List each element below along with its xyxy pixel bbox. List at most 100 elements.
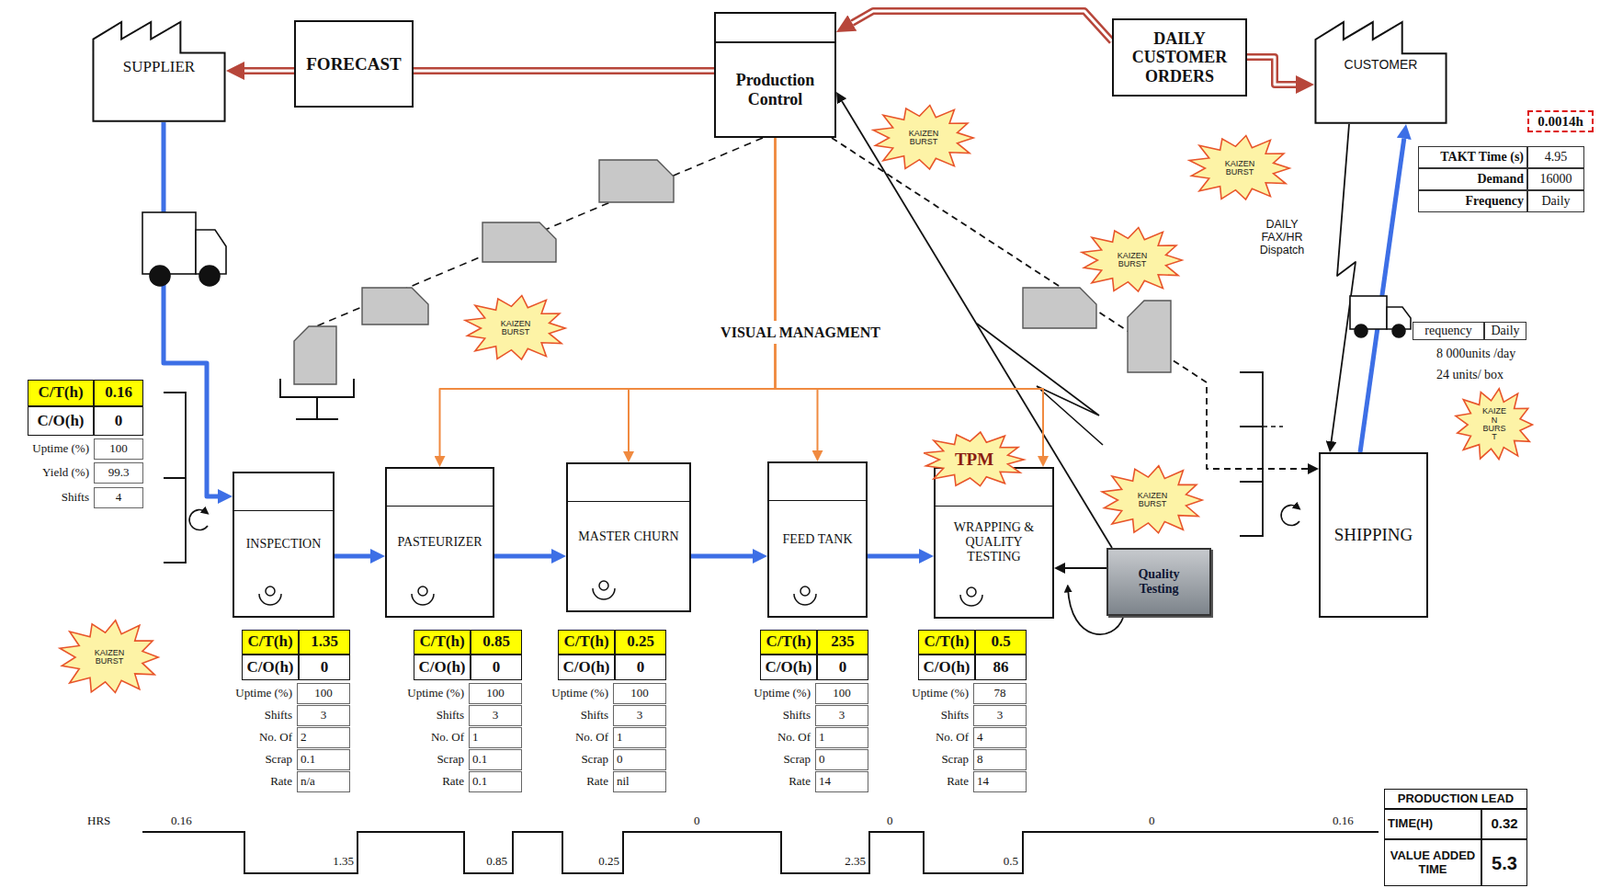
data-cell: Scrap [206, 748, 297, 771]
data-cell: n/a [296, 771, 351, 793]
operator-head [418, 586, 428, 596]
timeline-value: 0.16 [170, 812, 210, 829]
box-header [234, 473, 333, 511]
operator-arc [259, 593, 282, 605]
material-flow [163, 122, 218, 497]
data-cell: Uptime (%) [883, 682, 974, 704]
data-cell: Scrap [378, 748, 469, 771]
data-cell: TIME(H) [1384, 808, 1482, 840]
burst-outline-path [465, 295, 566, 361]
control-arrow [775, 137, 818, 451]
data-cell: 1 [612, 726, 667, 749]
data-cell: 0.1 [468, 748, 522, 771]
data-cell: 100 [468, 682, 522, 704]
data-cell: 16000 [1527, 168, 1585, 191]
timeline-value: 0.5 [981, 852, 1019, 870]
data-cell: 2 [296, 726, 351, 749]
data-cell: 3 [468, 704, 522, 727]
data-cell: Yield (%) [4, 462, 94, 484]
data-cell: C/T(h) [760, 629, 818, 655]
data-cell: Shifts [4, 487, 94, 509]
node-text: KAIZEN BURST [1109, 251, 1156, 270]
connector-inner [1247, 56, 1296, 85]
data-cell: C/O(h) [557, 654, 615, 681]
truck-wheel [1392, 324, 1406, 338]
kanban-card [1127, 300, 1171, 373]
node-text: SHIPPING [1334, 524, 1414, 545]
data-cell: nil [612, 771, 667, 793]
connector-line [775, 137, 1044, 456]
data-cell: C/T(h) [413, 629, 471, 655]
data-cell: C/O(h) [27, 406, 94, 436]
data-cell: PRODUCTION LEAD [1384, 788, 1528, 809]
process-box: PASTEURIZER [385, 466, 495, 618]
connector-inner [413, 69, 715, 73]
data-cell: Shifts [378, 704, 469, 727]
box-header [386, 468, 493, 507]
data-cell: 0.16 [93, 379, 144, 407]
data-cell: C/O(h) [413, 654, 471, 681]
data-cell: TAKT Time (s) [1418, 146, 1528, 169]
kaizen-burst: KAIZEN BURST [55, 617, 164, 697]
kaizen-burst: KAIZEN BURST [1184, 133, 1295, 204]
data-cell: 0.1 [468, 771, 522, 793]
data-cell: 14 [815, 771, 869, 793]
burst-outline-path [1101, 465, 1203, 534]
operator-arc [411, 593, 434, 605]
cycle-arrow [1281, 505, 1300, 526]
process-box: WRAPPING & QUALITY TESTING [933, 466, 1055, 619]
cycle-arrow [189, 510, 208, 531]
data-cell: No. Of [883, 726, 974, 749]
truck-wheel [199, 265, 220, 286]
data-cell: No. Of [206, 726, 297, 749]
timeline-value: 0 [886, 812, 906, 829]
operator-icon [588, 573, 620, 605]
connector-line [163, 122, 218, 497]
operator-icon [789, 578, 821, 611]
operator-head [599, 580, 609, 591]
factory-icon: SUPPLIER [91, 15, 227, 123]
control-arrow [775, 137, 1044, 456]
factory-outline-path [92, 22, 225, 122]
operator-head [265, 586, 275, 596]
data-cell: 0 [93, 406, 144, 436]
node-text: CUSTOMER [1344, 57, 1419, 73]
data-cell: Uptime (%) [378, 682, 469, 704]
connector-line [1247, 56, 1296, 85]
kaizen-burst: KAIZEN BURST [1097, 463, 1208, 537]
data-cell: 4 [973, 726, 1027, 749]
connector-line [851, 11, 1113, 42]
material-flow [867, 556, 920, 557]
data-cell: Uptime (%) [206, 682, 297, 704]
operator-icon [955, 579, 988, 612]
node-text: KAIZE N BURS T [1480, 407, 1509, 443]
data-cell: Scrap [522, 748, 613, 771]
truck-wheel [149, 265, 171, 286]
kanban-card [1022, 287, 1097, 329]
data-cell: 100 [296, 682, 351, 704]
operator-arc [592, 588, 615, 600]
timeline-value: 0.25 [580, 852, 620, 870]
data-cell: Shifts [522, 704, 613, 727]
data-cell: C/T(h) [241, 629, 299, 655]
data-cell: 1 [815, 726, 869, 749]
data-cell: 0 [470, 654, 522, 681]
node-text: KAIZEN BURST [900, 129, 947, 148]
info-zigzag [976, 323, 1103, 445]
operator-icon [254, 578, 286, 611]
data-cell: 1.35 [298, 629, 351, 655]
kaizen-burst: KAIZEN BURST [460, 293, 571, 364]
data-cell: 3 [612, 704, 667, 727]
information-flow [244, 70, 295, 72]
kaizen-burst: KAIZEN BURST [868, 102, 979, 173]
data-cell: 0.0014h [1527, 110, 1594, 133]
data-bracket [163, 392, 186, 563]
data-cell: No. Of [725, 726, 816, 749]
data-cell: C/T(h) [557, 629, 615, 655]
burst-outline-path [1455, 388, 1532, 460]
data-cell: Rate [206, 771, 297, 793]
connector-line [413, 67, 715, 75]
operator-icon [407, 578, 439, 611]
burst-outline-path [59, 620, 159, 693]
data-cell: Rate [725, 771, 816, 793]
